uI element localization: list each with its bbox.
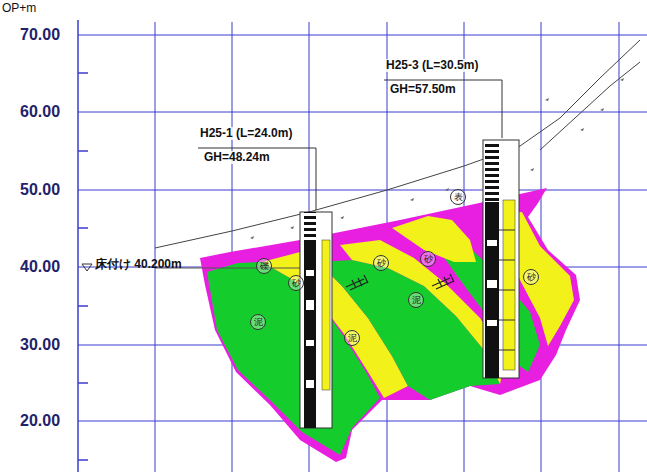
ground-height: GH=48.24m xyxy=(204,151,270,164)
layer-symbol: 泥 xyxy=(408,292,424,308)
layer-symbol: 砂 xyxy=(288,275,304,291)
borehole-name: H25-1 (L=24.0m) xyxy=(200,127,292,140)
axis xyxy=(78,20,88,472)
borehole-name: H25-3 (L=30.5m) xyxy=(386,59,478,72)
axis-value: 60.00 xyxy=(20,103,60,121)
axis-value: 70.00 xyxy=(20,26,60,44)
axis-unit: OP+m xyxy=(2,2,36,15)
fault-mark xyxy=(346,274,454,290)
axis-value: 50.00 xyxy=(20,181,60,199)
ground-height: GH=57.50m xyxy=(390,83,456,96)
level-label: 床付け 40.200m xyxy=(95,258,182,271)
layer-symbol: 礫 xyxy=(256,258,272,274)
leader-line xyxy=(198,80,502,210)
axis-value: 40.00 xyxy=(20,258,60,276)
axis-value: 20.00 xyxy=(20,412,60,430)
ground-line xyxy=(155,40,640,248)
magenta-layer xyxy=(200,188,580,462)
layer-symbol: 泥 xyxy=(344,330,360,346)
layer-symbol: 砂 xyxy=(420,251,436,267)
axis-value: 30.00 xyxy=(20,336,60,354)
layer-symbol: 泥 xyxy=(250,314,266,330)
layer-symbol: 砂 xyxy=(523,269,539,285)
borehole xyxy=(300,212,332,428)
layer-symbol: 表 xyxy=(450,189,466,205)
layer-symbol: 砂 xyxy=(373,255,389,271)
borehole xyxy=(483,140,519,378)
grid xyxy=(78,22,647,472)
level-symbol xyxy=(82,264,92,271)
